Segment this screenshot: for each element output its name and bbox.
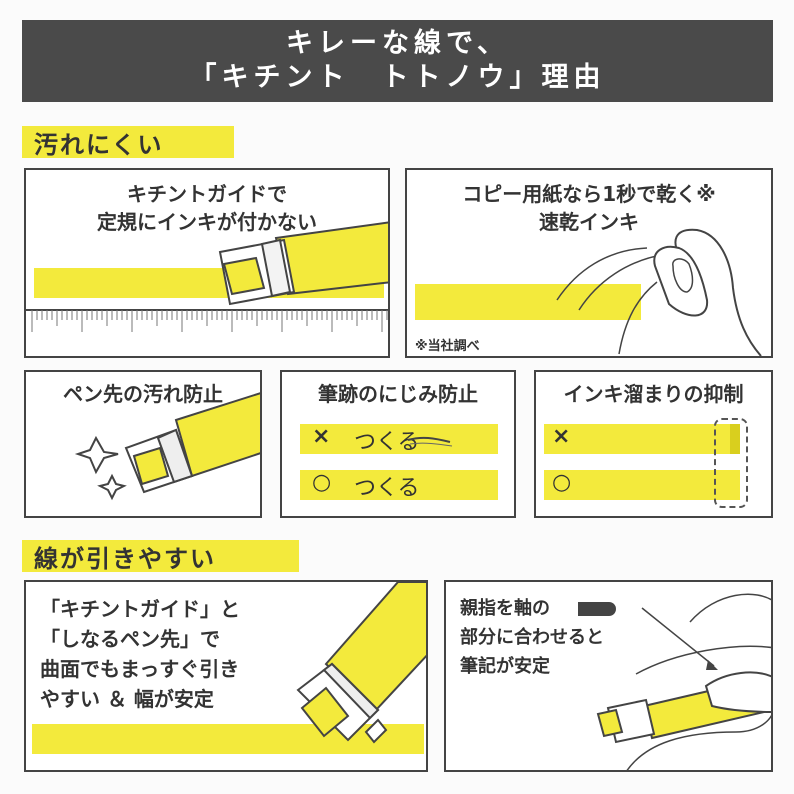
grip-icon (578, 602, 616, 616)
survey-note: ※当社調べ (415, 339, 480, 354)
marker-pen-illustration (296, 582, 426, 744)
section-label-easy-draw: 線が引きやすい (22, 540, 299, 573)
pen-tip-illustration (74, 392, 260, 501)
panel-thumb-line-2: 部分に合わせると (460, 627, 604, 648)
hand-holding-pen-illustration (596, 593, 771, 770)
panel-quick-dry: コピー用紙なら1秒で乾く※ 速乾インキ ※当社調べ (405, 168, 773, 358)
panel-bleed: 筆跡のにじみ防止 × つくる ○ つくる (280, 370, 516, 518)
good-mark: ○ (552, 470, 572, 495)
sparkle-icon (97, 473, 127, 501)
panel-tip-title: ペン先の汚れ防止 (63, 382, 223, 406)
panel-tip-stain: ペン先の汚れ防止 (24, 370, 262, 518)
highlight-line-good (544, 470, 740, 500)
highlight-line-bad (300, 424, 498, 454)
highlight-line (415, 284, 641, 320)
highlight-line-bad (544, 424, 740, 454)
marker-pen-illustration (218, 221, 388, 306)
panel-curved-surface: 「キチントガイド」と 「しなるペン先」で 曲面でもまっすぐ引き やすい ＆ 幅が… (24, 580, 428, 772)
ruler-illustration (26, 309, 388, 332)
bleed-smudge (407, 436, 453, 447)
sparkle-icon (74, 435, 119, 475)
panel-thumb-grip: 親指を軸の 部分に合わせると 筆記が安定 (444, 580, 773, 772)
panel-pool-title: インキ溜まりの抑制 (563, 382, 744, 406)
panel-guide-line-1: キチントガイドで (127, 182, 287, 206)
panel-thumb-line-3: 筆記が安定 (460, 656, 550, 677)
ink-pool-spot (730, 424, 740, 454)
page-header: キレーな線で、 「キチント トトノウ」理由 (22, 20, 773, 102)
highlight-line-good (300, 470, 498, 500)
panel-bleed-title: 筆跡のにじみ防止 (318, 382, 478, 406)
section-label-stain: 汚れにくい (22, 126, 234, 159)
bad-mark: × (312, 424, 331, 449)
panel-ink-pool: インキ溜まりの抑制 × ○ (534, 370, 773, 518)
panel-curve-line-4: やすい ＆ 幅が安定 (40, 687, 214, 711)
panel-quickdry-line-1: コピー用紙なら1秒で乾く※ (462, 182, 716, 206)
finger-icon (556, 228, 762, 356)
good-mark: ○ (312, 470, 332, 495)
panel-thumb-line-1: 親指を軸の (460, 598, 550, 619)
panel-guide-line-2: 定規にインキが付かない (97, 210, 317, 234)
header-line-2: 「キチント トトノウ」理由 (189, 62, 606, 93)
header-line-1: キレーな線で、 (286, 28, 509, 59)
bad-mark: × (552, 424, 571, 449)
dashed-focus-box (714, 418, 748, 508)
panel-curve-line-1: 「キチントガイド」と (40, 597, 240, 621)
panel-curve-line-3: 曲面でもまっすぐ引き (40, 657, 240, 681)
panel-guide-ruler: キチントガイドで 定規にインキが付かない (24, 168, 390, 358)
panel-quickdry-line-2: 速乾インキ (539, 210, 639, 234)
panel-curve-line-2: 「しなるペン先」で (40, 627, 220, 651)
good-sample-text: つくる (354, 476, 420, 501)
bad-sample-text: つくる (354, 430, 420, 455)
